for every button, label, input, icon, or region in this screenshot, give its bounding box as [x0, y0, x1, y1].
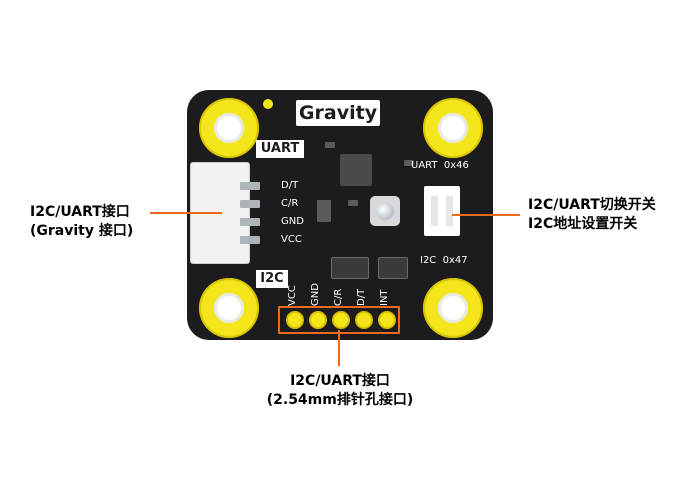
mounting-hole-top-right [423, 98, 483, 158]
header-label-vcc: VCC [287, 285, 298, 306]
switch-slot [431, 196, 438, 226]
header-pad [378, 311, 396, 329]
right-callout-line2: I2C地址设置开关 [528, 216, 638, 232]
pin-label-gnd: GND [281, 216, 304, 227]
connector-pin [240, 218, 260, 226]
bottom-leader-line [338, 330, 340, 366]
header-label-int: INT [379, 289, 390, 306]
bottom-callout: I2C/UART接口 (2.54mm排针孔接口) [264, 372, 416, 410]
resistor [317, 200, 331, 222]
header-pad [332, 311, 350, 329]
pin-label-cr: C/R [281, 198, 299, 209]
pin-label-vcc: VCC [281, 234, 302, 245]
brand-logo: Gravity [296, 100, 380, 126]
mounting-hole-bottom-right [423, 278, 483, 338]
uart-mark: UART [256, 140, 304, 158]
capacitor [404, 160, 414, 166]
dip-switch[interactable] [424, 186, 460, 236]
pin-label-dt: D/T [281, 180, 299, 191]
transistor [378, 257, 408, 279]
header-label-dt: D/T [356, 288, 367, 306]
transistor [331, 257, 369, 279]
header-pad [309, 311, 327, 329]
right-callout: I2C/UART切换开关 I2C地址设置开关 [528, 196, 656, 234]
header-label-cr: C/R [333, 288, 344, 306]
via-dot [263, 99, 273, 109]
connector-pin [240, 236, 260, 244]
switch-slot [446, 196, 453, 226]
left-leader-line [150, 212, 222, 214]
right-leader-line [452, 214, 520, 216]
left-callout-line1: I2C/UART接口 [30, 204, 130, 220]
left-callout: I2C/UART接口 (Gravity 接口) [30, 203, 133, 241]
sensor-window [370, 196, 400, 226]
bottom-callout-line1: I2C/UART接口 [290, 373, 390, 389]
capacitor [325, 142, 335, 148]
uart-address-label: UART 0x46 [411, 160, 469, 171]
capacitor [348, 200, 358, 206]
right-callout-line1: I2C/UART切换开关 [528, 197, 656, 213]
bottom-callout-line2: (2.54mm排针孔接口) [266, 392, 414, 408]
i2c-mark: I2C [256, 270, 288, 288]
mounting-hole-bottom-left [199, 278, 259, 338]
main-ic [340, 154, 372, 186]
left-callout-line2: (Gravity 接口) [30, 223, 134, 239]
connector-pin [240, 182, 260, 190]
header-label-gnd: GND [310, 283, 321, 306]
mounting-hole-top-left [199, 98, 259, 158]
header-pad [355, 311, 373, 329]
i2c-address-label: I2C 0x47 [420, 255, 468, 266]
connector-pin [240, 200, 260, 208]
header-pad [286, 311, 304, 329]
